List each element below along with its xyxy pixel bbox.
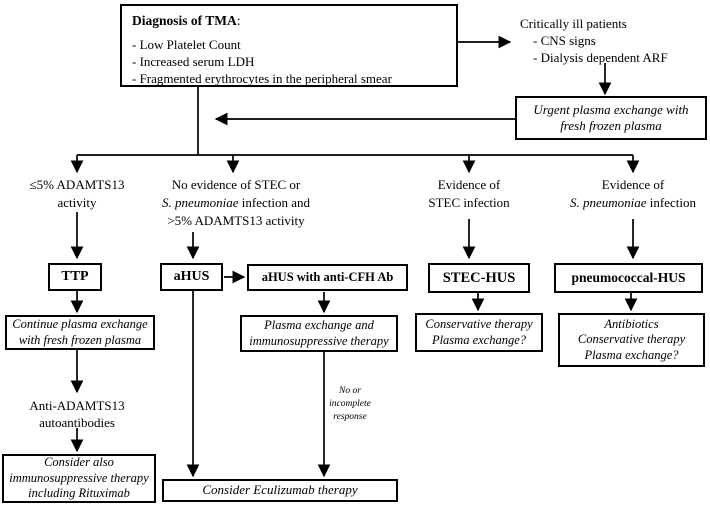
branch-no-evidence-label: No evidence of STEC or S. pneumoniae inf… <box>148 176 324 230</box>
ahus-node-box: aHUS <box>160 263 223 291</box>
eculizumab-label: Consider Eculizumab therapy <box>202 482 358 498</box>
ahus-cfh-therapy-box: Plasma exchange and immunosuppressive th… <box>240 315 398 352</box>
branch-stec-label: Evidence of STEC infection <box>414 176 524 212</box>
branch-adamts13-low-label: ≤5% ADAMTS13 activity <box>18 176 136 212</box>
urgent-line: fresh frozen plasma <box>560 118 662 133</box>
branch-line: activity <box>57 195 97 210</box>
eculizumab-therapy-box: Consider Eculizumab therapy <box>162 479 398 502</box>
therapy-line: immunosuppressive therapy <box>249 333 389 348</box>
ttp-label: TTP <box>61 269 89 285</box>
anti-adamts13-line: Anti-ADAMTS13 <box>29 398 125 413</box>
critically-ill-note: Critically ill patients - CNS signs - Di… <box>520 15 668 66</box>
pneumococcal-therapy-box: Antibiotics Conservative therapy Plasma … <box>558 313 705 367</box>
stec-hus-node-box: STEC-HUS <box>428 263 530 293</box>
anti-adamts13-autoantibodies-label: Anti-ADAMTS13 autoantibodies <box>18 397 136 431</box>
therapy-line: Consider also <box>44 455 114 470</box>
diagnosis-criteria-list: - Low Platelet Count - Increased serum L… <box>132 37 392 88</box>
critically-ill-item: - CNS signs <box>533 33 596 48</box>
urgent-line: Urgent plasma exchange with <box>533 101 689 117</box>
diagnosis-title: Diagnosis of TMA: <box>132 13 241 28</box>
branch-line: ≤5% ADAMTS13 <box>29 177 125 192</box>
branch-line: S. pneumoniae infection <box>569 195 696 210</box>
stec-hus-label: STEC-HUS <box>442 269 516 286</box>
therapy-line: with fresh frozen plasma <box>18 332 142 347</box>
therapy-line: Continue plasma exchange <box>12 316 148 331</box>
no-response-line: No or <box>339 386 361 396</box>
ttp-therapy-box: Continue plasma exchange with fresh froz… <box>5 315 155 350</box>
ahus-anti-cfh-label: aHUS with anti-CFH Ab <box>261 269 394 284</box>
diagnosis-item: - Increased serum LDH <box>132 53 255 69</box>
diagnosis-box: Diagnosis of TMA: - Low Platelet Count -… <box>120 4 458 87</box>
diagnosis-item: - Low Platelet Count <box>132 36 241 52</box>
branch-line: S. pneumoniae infection and <box>161 195 311 210</box>
no-response-label: No or incomplete response <box>322 385 378 424</box>
therapy-line: Plasma exchange and <box>264 317 374 332</box>
therapy-line: including Rituximab <box>28 486 130 501</box>
branch-line: Evidence of <box>601 177 665 192</box>
branch-line: No evidence of STEC or <box>171 177 301 192</box>
therapy-line: Conservative therapy <box>425 316 533 331</box>
stec-therapy-box: Conservative therapy Plasma exchange? <box>415 313 543 352</box>
critically-ill-item: - Dialysis dependent ARF <box>533 50 668 65</box>
therapy-line: Antibiotics <box>604 316 659 331</box>
ahus-anti-cfh-node-box: aHUS with anti-CFH Ab <box>247 264 408 291</box>
anti-adamts13-line: autoantibodies <box>39 415 115 430</box>
pneumococcal-hus-node-box: pneumococcal-HUS <box>554 263 703 293</box>
pneumococcal-hus-label: pneumococcal-HUS <box>571 269 686 285</box>
branch-line: STEC infection <box>428 195 510 210</box>
diagnosis-item: - Fragmented erythrocytes in the periphe… <box>132 70 392 86</box>
critically-ill-title: Critically ill patients <box>520 16 627 31</box>
rituximab-therapy-box: Consider also immunosuppressive therapy … <box>2 454 156 503</box>
therapy-line: Plasma exchange? <box>584 347 679 362</box>
therapy-line: Conservative therapy <box>577 332 686 347</box>
ttp-node-box: TTP <box>48 263 102 291</box>
urgent-plasma-exchange-box: Urgent plasma exchange with fresh frozen… <box>515 96 707 140</box>
branch-line: >5% ADAMTS13 activity <box>167 213 305 228</box>
therapy-line: Plasma exchange? <box>431 332 527 347</box>
branch-line: Evidence of <box>437 177 501 192</box>
therapy-line: immunosuppressive therapy <box>9 470 149 485</box>
no-response-line: response <box>333 412 367 422</box>
no-response-line: incomplete <box>329 399 371 409</box>
branch-pneumoniae-label: Evidence of S. pneumoniae infection <box>563 176 703 212</box>
ahus-label: aHUS <box>173 269 210 285</box>
